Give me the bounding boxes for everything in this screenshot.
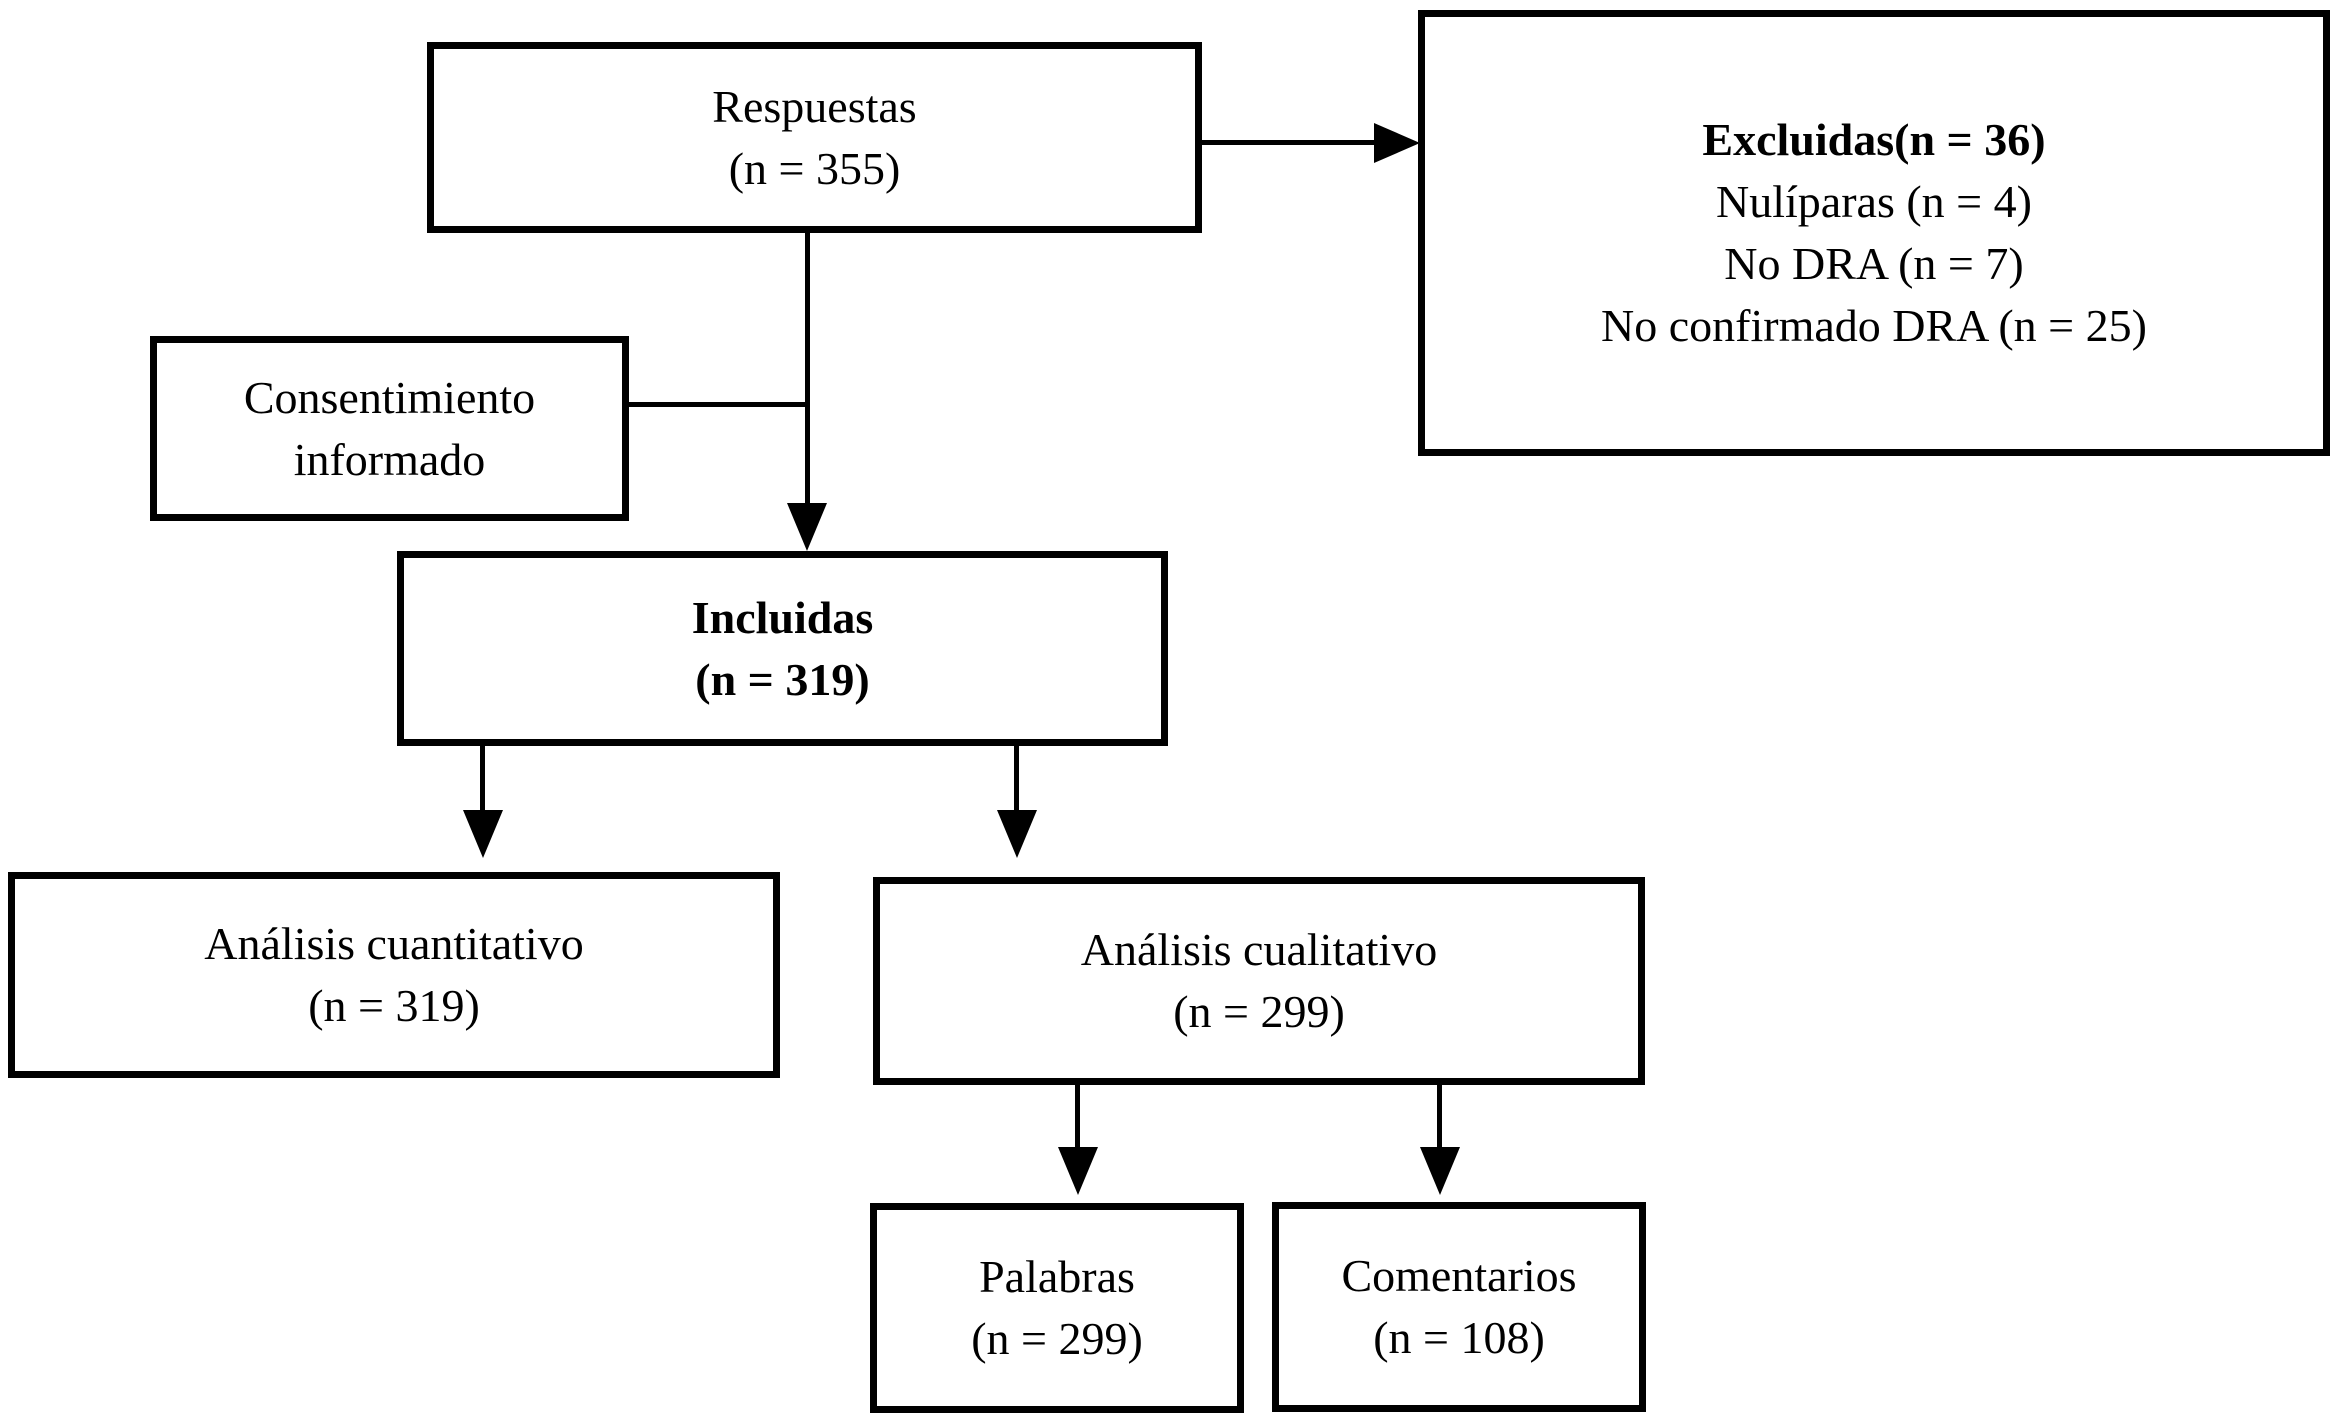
palabras-count: (n = 299) (971, 1313, 1143, 1364)
connector-cualitativo-to-palabras (1075, 1083, 1080, 1150)
connector-cualitativo-to-comentarios (1437, 1083, 1442, 1150)
excluidas-box: Excluidas(n = 36) Nulíparas (n = 4) No D… (1418, 10, 2330, 456)
incluidas-count: (n = 319) (695, 653, 870, 705)
analisis-cualitativo-count: (n = 299) (1173, 986, 1345, 1037)
palabras-label: Palabras (979, 1251, 1135, 1302)
respuestas-count: (n = 355) (728, 142, 901, 194)
connector-respuestas-to-incluidas (805, 233, 810, 505)
respuestas-box: Respuestas (n = 355) (427, 42, 1202, 233)
arrowhead-into-excluidas (1374, 123, 1420, 163)
arrowhead-into-cualitativo (997, 810, 1037, 858)
incluidas-label: Incluidas (691, 591, 874, 643)
connector-respuestas-to-excluidas (1202, 140, 1378, 145)
analisis-cualitativo-label: Análisis cualitativo (1080, 924, 1438, 975)
arrowhead-into-palabras (1058, 1147, 1098, 1195)
connector-incluidas-to-cuantitativo (480, 743, 485, 813)
consentimiento-box: Consentimiento informado (150, 336, 629, 521)
consentimiento-label-line2: informado (293, 433, 486, 485)
analisis-cuantitativo-box: Análisis cuantitativo (n = 319) (8, 872, 780, 1078)
arrowhead-into-cuantitativo (463, 810, 503, 858)
arrowhead-into-comentarios (1420, 1147, 1460, 1195)
consentimiento-label-line1: Consentimiento (243, 371, 536, 423)
excluidas-reason-no-dra: No DRA (n = 7) (1724, 238, 2024, 289)
comentarios-box: Comentarios (n = 108) (1272, 1202, 1646, 1412)
respuestas-label: Respuestas (712, 80, 917, 132)
excluidas-reason-nuliparas: Nulíparas (n = 4) (1716, 176, 2032, 227)
palabras-box: Palabras (n = 299) (870, 1203, 1244, 1413)
connector-incluidas-to-cualitativo (1014, 743, 1019, 813)
analisis-cuantitativo-label: Análisis cuantitativo (204, 918, 584, 969)
comentarios-label: Comentarios (1341, 1250, 1577, 1301)
analisis-cuantitativo-count: (n = 319) (308, 980, 480, 1031)
comentarios-count: (n = 108) (1373, 1312, 1545, 1363)
incluidas-box: Incluidas (n = 319) (397, 551, 1168, 746)
excluidas-label: Excluidas(n = 36) (1702, 114, 2046, 165)
connector-consentimiento-tee (627, 402, 807, 407)
excluidas-reason-no-confirmado: No confirmado DRA (n = 25) (1601, 300, 2147, 351)
arrowhead-into-incluidas (787, 503, 827, 551)
analisis-cualitativo-box: Análisis cualitativo (n = 299) (873, 877, 1645, 1085)
